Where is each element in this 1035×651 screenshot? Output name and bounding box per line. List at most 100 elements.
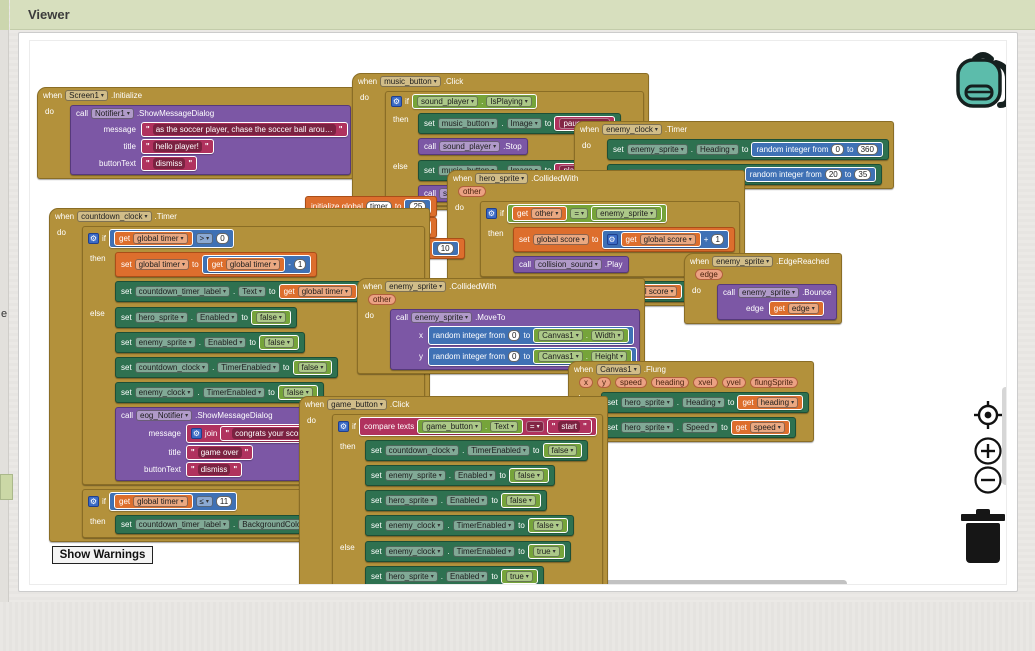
dropdown[interactable]: Speed▾ [681,422,719,433]
dropdown[interactable]: =▾ [525,421,544,432]
dropdown[interactable]: true▾ [506,571,533,582]
dropdown[interactable]: enemy_sprite▾ [385,281,447,292]
dropdown[interactable]: TimerEnabled▾ [217,362,280,373]
dropdown[interactable]: countdown_timer_label▾ [134,286,230,297]
value-block[interactable]: "as the soccer player, chase the soccer … [140,122,348,137]
dropdown[interactable]: Text▾ [490,421,518,432]
dropdown[interactable]: Width▾ [590,330,625,341]
value-block[interactable]: game_button▾.Text▾ [417,419,523,434]
string-field[interactable]: as the soccer player, chase the soccer b… [152,124,336,135]
param-chip[interactable]: x [579,377,593,388]
dropdown[interactable]: global timer▾ [134,259,190,270]
dropdown[interactable]: global timer▾ [297,286,353,297]
value-field[interactable]: 0 [508,330,521,341]
dropdown[interactable]: other▾ [531,208,563,219]
vertical-scrollbar[interactable] [1002,387,1006,485]
param-chip[interactable]: speed [615,377,647,388]
string-field[interactable]: start [558,421,580,432]
dropdown[interactable]: Heading▾ [695,144,739,155]
mutator-gear-icon[interactable]: ⚙ [486,208,497,219]
dropdown[interactable]: Canvas1▾ [538,351,583,362]
dropdown[interactable]: false▾ [264,337,294,348]
mutator-gear-icon[interactable]: ⚙ [606,234,618,245]
value-block[interactable]: Canvas1▾.Height▾ [533,349,633,364]
param-chip[interactable]: flungSprite [749,377,798,388]
dropdown[interactable]: ≤▾ [195,496,213,507]
mutator-gear-icon[interactable]: ⚙ [391,96,402,107]
dropdown[interactable]: countdown_timer_label▾ [134,519,230,530]
dropdown[interactable]: hero_sprite▾ [620,397,674,408]
param-chip[interactable]: yvel [721,377,746,388]
value-field[interactable]: 360 [856,144,878,155]
dropdown[interactable]: Image▾ [506,118,542,129]
dropdown[interactable]: false▾ [514,470,544,481]
dropdown[interactable]: enemy_sprite▾ [738,287,800,298]
dropdown[interactable]: Enabled▾ [453,470,497,481]
dropdown[interactable]: =▾ [570,208,589,219]
show-warnings-button[interactable]: Show Warnings [52,546,153,564]
dropdown[interactable]: enemy_clock▾ [384,520,445,531]
dropdown[interactable]: hero_sprite▾ [384,571,438,582]
value-block[interactable]: false▾ [501,493,541,508]
dropdown[interactable]: music_button▾ [380,76,441,87]
dropdown[interactable]: enemy_sprite▾ [596,208,658,219]
value-field[interactable]: 35 [854,169,872,180]
dropdown[interactable]: countdown_clock▾ [384,445,460,456]
value-field[interactable]: 20 [824,169,842,180]
dropdown[interactable]: countdown_clock▾ [77,211,152,222]
mutator-gear-icon[interactable]: ⚙ [88,496,99,507]
dropdown[interactable]: hero_sprite▾ [475,173,529,184]
zoom-in-icon[interactable] [972,435,1004,472]
dropdown[interactable]: false▾ [282,387,313,398]
value-block[interactable]: "start" [546,419,592,434]
dropdown[interactable]: false▾ [506,495,536,506]
dropdown[interactable]: false▾ [256,312,286,323]
value-block[interactable]: "dismiss" [140,156,198,171]
value-block[interactable]: false▾ [251,310,291,325]
mutator-gear-icon[interactable]: ⚙ [88,233,99,244]
recenter-target-icon[interactable] [972,399,1004,436]
dropdown[interactable]: Screen1▾ [65,90,108,101]
dropdown[interactable]: >▾ [195,233,214,244]
dropdown[interactable]: TimerEnabled▾ [452,520,516,531]
dropdown[interactable]: hero_sprite▾ [134,312,188,323]
value-field[interactable]: 0 [831,144,844,155]
dropdown[interactable]: enemy_clock▾ [602,124,662,135]
dropdown[interactable]: false▾ [547,445,578,456]
zoom-out-icon[interactable] [972,464,1004,501]
dropdown[interactable]: global score▾ [532,234,589,245]
value-block[interactable]: "dismiss" [185,462,243,477]
dropdown[interactable]: false▾ [532,520,563,531]
